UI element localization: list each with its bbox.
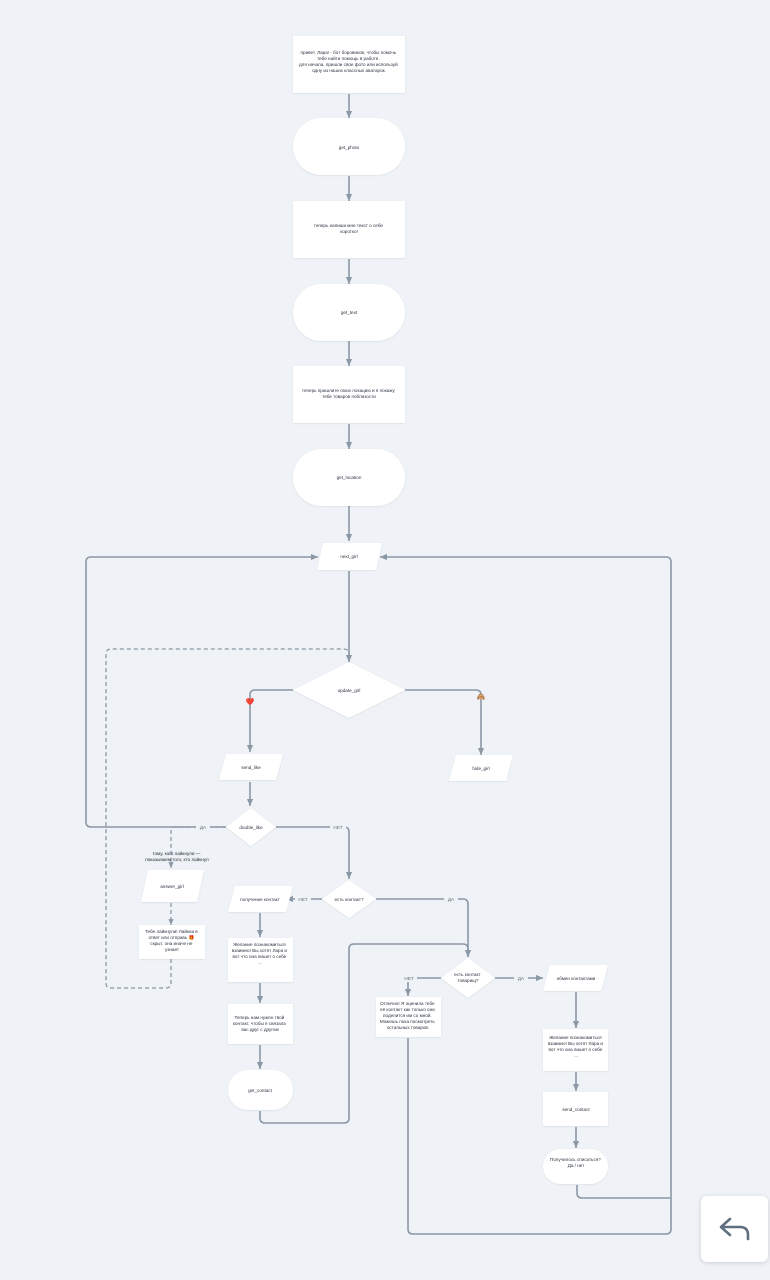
node-wish-contact-right[interactable]: Желание познакомиться взаимно! Вы хотят … [543,1029,608,1071]
node-exchange-contacts[interactable]: обмен контактами [543,965,608,991]
node-send-like[interactable]: send_like [219,754,283,780]
hide-girl-text: hide_girl [472,766,489,771]
node-like-notice[interactable]: Тебе лайкнули! Лайкни в ответ или отправ… [139,925,205,959]
next-girl-text: next_girl [340,554,357,559]
double-like-text: double_like [239,825,263,830]
node-intro-message[interactable]: привет. Лара! - бот боровиков, чтобы пом… [293,36,405,93]
ask-location-text: теперь пришлите свою локацию и я покажу … [302,388,396,399]
node-hide-girl[interactable]: hide_girl [449,755,513,781]
ask-contact-text: Теперь нам нужен твой контакт, чтобы я с… [233,1014,287,1032]
node-get-contact[interactable]: get_contact [228,1070,293,1110]
has-contact-other-text: есть контакт товарищ? [454,972,482,983]
skip-marker: 🙈 [477,693,486,701]
edge-hascontact-yes [376,898,472,957]
node-ask-location[interactable]: теперь пришлите свою локацию и я покажу … [293,366,405,423]
ask-text-text: теперь напиши мне текст о себе коротко! [314,223,384,234]
wish-contact-right-text: Желание познакомиться взаимно! Вы хотят … [548,1035,605,1058]
label-yes-other: ДА [518,976,525,981]
update-girl-text: update_girl [338,688,361,693]
got-acquainted-text: Получилось списаться? Да / нет [550,1157,602,1168]
edge-notice-loop-dashed [105,648,350,989]
edge-update-hidegirl [405,689,485,755]
undo-button[interactable] [701,1196,768,1262]
exchange-contacts-text: обмен контактами [557,976,596,981]
node-get-text[interactable]: get_text [293,284,405,341]
nodes[interactable]: привет. Лара! - бот боровиков, чтобы пом… [139,36,608,1184]
get-location-text: get_location [337,475,362,480]
label-no-right: НЕТ [333,825,342,830]
edge-doublelike-answer-dashed [168,826,226,868]
wish-contact-left-text: Желание познакомиться взаимно! Вы хотят … [232,942,289,965]
node-wish-contact-left[interactable]: Желание познакомиться взаимно! Вы хотят … [228,938,293,982]
node-has-contact[interactable]: есть контакт? [322,880,376,918]
node-got-acquainted[interactable]: Получилось списаться? Да / нет [543,1149,608,1184]
send-contact-text: send_contact [562,1107,590,1112]
node-like-hint: тому, кого лайкнули — показываем того, к… [145,850,209,862]
node-send-contact[interactable]: send_contact [543,1092,608,1126]
edge-update-sendlike [246,689,293,752]
send-like-text: send_like [241,765,261,770]
get-photo-text: get_photo [339,145,360,150]
node-update-girl[interactable]: update_girl [293,662,405,718]
node-get-photo[interactable]: get_photo [293,118,405,175]
node-has-contact-other[interactable]: есть контакт товарищ? [441,958,495,998]
intro-text: привет. Лара! - бот боровиков, чтобы пом… [299,50,399,73]
node-next-girl[interactable]: next_girl [317,543,382,570]
like-notice-text: Тебе лайкнули! Лайкни в ответ или отправ… [145,928,199,952]
edge-doublelike-no [276,826,353,879]
node-ask-contact[interactable]: Теперь нам нужен твой контакт, чтобы я с… [228,1004,293,1044]
node-ask-text[interactable]: теперь напиши мне текст о себе коротко! [293,201,405,258]
label-no-other: НЕТ [404,976,413,981]
node-get-contact-msg[interactable]: получение контакт [228,886,293,912]
like-hint-text: тому, кого лайкнули — показываем того, к… [145,850,209,862]
get-contact-msg-text: получение контакт [240,897,281,902]
answer-girl-text: answer_girl [160,884,184,889]
get-contact-text: get_contact [248,1088,272,1093]
get-text-text: get_text [341,310,358,315]
node-get-location[interactable]: get_location [293,449,405,506]
node-contact-saved[interactable]: Отлично! Я оценила тебе её контакт как т… [376,997,441,1037]
edge-acquainted-loop [576,1185,671,1199]
contact-saved-text: Отлично! Я оценила тебе её контакт как т… [380,1001,436,1030]
label-yes-left: ДА [200,825,207,830]
like-marker: ❤️ [246,697,255,706]
label-no-contact: НЕТ [298,897,307,902]
edge-getcontact-other [259,943,472,1124]
has-contact-text: есть контакт? [334,897,364,902]
node-double-like[interactable]: double_like [226,808,276,846]
edge-doublelike-yes-loop [85,553,318,828]
edge-labels: ДА НЕТ НЕТ ДА НЕТ ДА [196,823,528,982]
edges-dashed [105,648,350,989]
edge-saved-loop [380,553,672,1235]
label-yes-contact: ДА [448,897,455,902]
node-answer-girl[interactable]: answer_girl [141,870,204,902]
undo-arrow-icon [719,1217,749,1241]
